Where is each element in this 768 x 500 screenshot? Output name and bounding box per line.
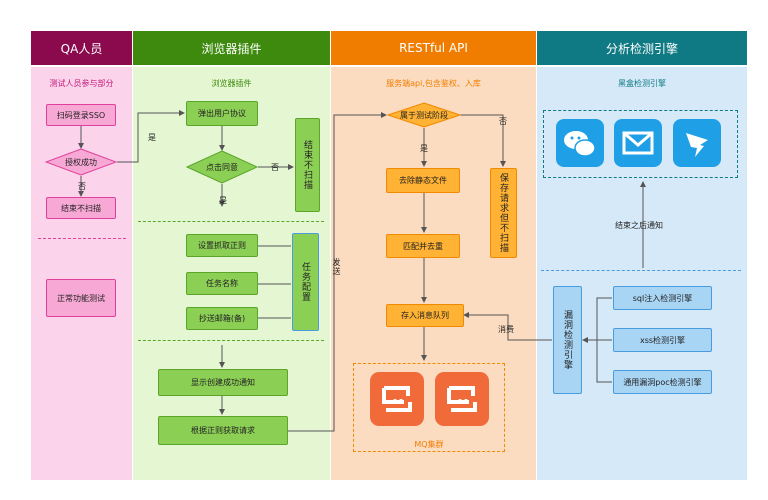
yes-label-agree: 是	[219, 196, 227, 205]
end-no-scan-browser-box: 结束不扫描	[295, 118, 320, 212]
wechat-icon	[556, 119, 604, 167]
subheader-engine: 黑盒检测引擎	[618, 79, 666, 88]
divider-qa	[38, 238, 126, 239]
show-success-box: 显示创建成功通知	[158, 369, 288, 396]
header-api: RESTful API	[331, 31, 536, 65]
mail-icon	[614, 119, 662, 167]
subheader-browser: 浏览器插件	[211, 79, 252, 88]
click-agree-diamond: 点击同意	[185, 150, 259, 184]
in-test-period-label: 属于测试阶段	[400, 111, 448, 120]
yes-label-api: 是	[420, 144, 428, 153]
no-label-qa: 否	[78, 182, 86, 191]
cc-email-box: 抄送邮箱(备)	[186, 307, 258, 330]
poc-engine-box: 通用漏洞poc检测引擎	[613, 370, 712, 394]
consume-label: 消费	[498, 325, 514, 334]
mq-icon	[370, 372, 424, 426]
task-config-box: 任务配置	[292, 233, 319, 331]
header-browser: 浏览器插件	[133, 31, 330, 65]
divider-browser-2	[138, 340, 324, 341]
save-no-scan-box: 保存请求但不扫描	[490, 168, 517, 258]
auth-success-label: 授权成功	[65, 158, 97, 167]
divider-engine	[541, 270, 741, 271]
sql-engine-box: sql注入检测引擎	[613, 286, 712, 310]
no-label-api: 否	[499, 117, 507, 126]
notify-after-label: 结束之后通知	[615, 221, 663, 230]
no-label-agree: 否	[271, 163, 279, 172]
divider-browser-1	[138, 221, 324, 222]
mq-cluster-label: MQ集群	[414, 440, 444, 449]
vuln-engine-box: 漏洞检测引擎	[553, 286, 582, 394]
end-no-scan-qa-box: 结束不扫描	[46, 197, 116, 219]
task-name-box: 任务名称	[186, 272, 258, 295]
mq-icon	[435, 372, 489, 426]
notify-icons-group	[543, 110, 738, 178]
fetch-by-rule-box: 根据正则获取请求	[158, 416, 288, 445]
send-label: 发送	[332, 258, 341, 276]
enqueue-box: 存入消息队列	[386, 304, 464, 327]
set-rule-box: 设置抓取正则	[186, 234, 258, 257]
in-test-period-diamond: 属于测试阶段	[386, 102, 462, 128]
click-agree-label: 点击同意	[206, 163, 238, 172]
subheader-qa: 测试人员参与部分	[49, 79, 114, 88]
dingtalk-icon	[673, 119, 721, 167]
scan-login-box: 扫码登录SSO	[46, 104, 116, 126]
mq-cluster-group	[353, 363, 505, 452]
header-qa: QA人员	[31, 31, 132, 65]
column-api	[331, 67, 536, 480]
match-dedup-box: 匹配并去重	[386, 234, 460, 258]
xss-engine-box: xss检测引擎	[613, 328, 712, 352]
normal-test-box: 正常功能测试	[46, 279, 116, 317]
remove-static-box: 去除静态文件	[386, 168, 460, 193]
header-engine: 分析检测引擎	[537, 31, 747, 65]
auth-success-diamond: 授权成功	[44, 148, 118, 176]
popup-agreement-box: 弹出用户协议	[186, 101, 258, 126]
yes-label-auth: 是	[148, 133, 156, 142]
subheader-api: 服务端api,包含鉴权、入库	[386, 79, 481, 88]
